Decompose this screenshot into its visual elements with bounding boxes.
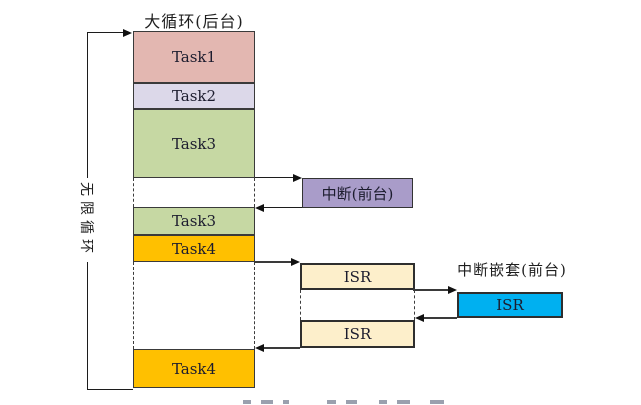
arrow-from-isr2-head-icon [255,344,264,352]
nested-isr-label: ISR [496,296,524,314]
isr1-box: ISR [300,263,415,290]
arrow-from-nested-isr [423,317,457,319]
nested-interrupt-title: 中断嵌套(前台) [457,261,567,279]
loop-line-bottom [87,389,133,390]
arrow-to-nested-isr-head-icon [448,286,457,294]
infinite-loop-label: 无限循环 [77,178,97,262]
isr-gap-left-dash [300,290,301,320]
loop-line-top [87,32,125,33]
arrow-from-interrupt [260,207,302,208]
interrupt-box: 中断(前台) [302,178,413,208]
task-box: Task3 [133,207,255,235]
cropped-caption-fragments [243,400,463,405]
isr-gap-right-dash [414,290,415,320]
task-box: Task4 [133,235,255,262]
arrow-to-nested-isr [413,289,449,291]
task-label: Task3 [171,212,217,230]
task-label: Task4 [171,239,217,258]
isr2-label: ISR [343,325,372,343]
arrow-from-isr2 [261,347,300,349]
arrow-to-interrupt-head-icon [293,174,302,182]
isr2-box: ISR [300,320,415,348]
task-box: Task3 [133,109,255,178]
loop-arrowhead-icon [123,29,132,37]
task-label: Task4 [171,359,217,378]
arrow-from-nested-isr-head-icon [415,314,424,322]
interrupt-label: 中断(前台) [321,184,394,203]
big-loop-title: 大循环(后台) [144,12,244,31]
task-label: Task1 [171,48,217,66]
arrow-to-interrupt [255,177,295,178]
arrow-from-interrupt-head-icon [255,204,264,212]
isr1-label: ISR [343,267,372,286]
task-box: Task4 [133,349,255,388]
preempted-gap [133,262,255,349]
nested-isr-box: ISR [457,292,563,318]
arrow-to-isr1-head-icon [291,258,300,266]
arrow-to-isr1 [255,261,293,263]
task-box: Task2 [133,83,255,109]
preempted-gap [133,178,255,207]
task-label: Task2 [171,87,217,105]
task-box: Task1 [133,31,255,83]
task-label: Task3 [171,134,217,153]
